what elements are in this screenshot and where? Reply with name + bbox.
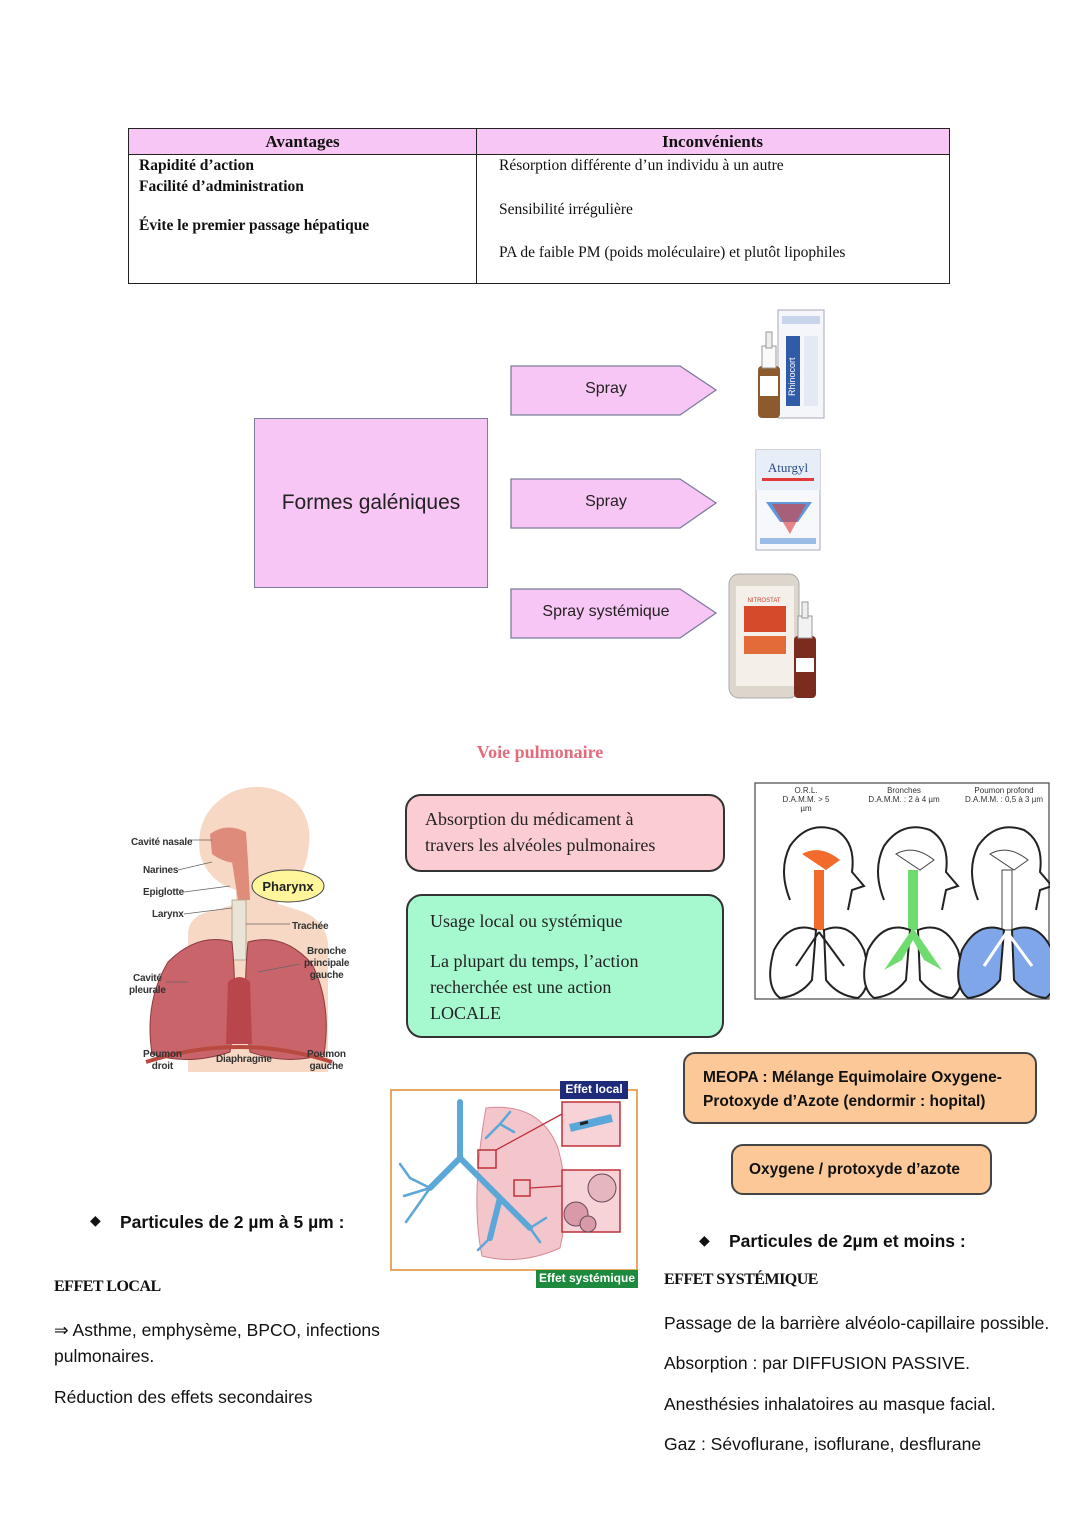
advantage-item: Rapidité d’action: [139, 157, 254, 174]
bullet-icon: ◆: [90, 1212, 101, 1228]
label-diaphragm: Diaphragme: [216, 1054, 272, 1065]
bullet-icon: ◆: [699, 1232, 710, 1248]
usage-bubble: Usage local ou systémique La plupart du …: [406, 894, 724, 1038]
disadvantage-item: PA de faible PM (poids moléculaire) et p…: [499, 244, 846, 261]
arrow-shape: [510, 588, 718, 639]
disadvantage-item: Résorption différente d’un individu à un…: [499, 157, 784, 174]
absorption-line: travers les alvéoles pulmonaires: [425, 835, 656, 855]
table-divider: [476, 129, 477, 283]
advantage-item: Facilité d’administration: [139, 178, 304, 195]
section-title-pulmonary-route: Voie pulmonaire: [476, 742, 604, 762]
local-effect-heading: EFFET LOCAL: [54, 1278, 161, 1295]
right-text-line: Gaz : Sévoflurane, isoflurane, desfluran…: [664, 1434, 982, 1454]
right-text-line: Absorption : par DIFFUSION PASSIVE.: [664, 1353, 971, 1373]
absorption-bubble: Absorption du médicament à travers les a…: [405, 794, 725, 872]
deposition-label-orl: O.R.L.D.A.M.M. > 5 µm: [782, 786, 830, 813]
meopa-line: Protoxyde d’Azote (endormir : hopital): [703, 1093, 986, 1110]
respiratory-anatomy-image: Pharynx: [145, 786, 333, 1072]
svg-text:NITROSTAT: NITROSTAT: [747, 598, 780, 604]
label-trachea: Trachée: [292, 921, 329, 932]
particle-deposition-image: [754, 782, 1050, 1000]
nitrostat-product-image: NITROSTAT: [728, 573, 816, 699]
label-nostrils: Narines: [143, 865, 179, 876]
absorption-line: Absorption du médicament à: [425, 809, 634, 829]
right-text-line: Anesthésies inhalatoires au masque facia…: [664, 1394, 996, 1414]
systemic-effect-badge: Effet systémique: [538, 1271, 636, 1285]
left-bullet-text: Particules de 2 µm à 5 µm :: [120, 1212, 345, 1232]
meopa-box: MEOPA : Mélange Equimolaire Oxygene- Pro…: [683, 1052, 1037, 1124]
form-label-spray-2: Spray: [585, 493, 627, 510]
table-header-advantages: Avantages: [129, 129, 476, 155]
aturgyl-product-image: Aturgyl: [755, 449, 821, 551]
table-header-disadvantages: Inconvénients: [476, 129, 949, 155]
left-text-line: pulmonaires.: [54, 1346, 155, 1366]
form-label-spray-systemic: Spray systémique: [542, 603, 670, 620]
svg-text:Aturgyl: Aturgyl: [768, 460, 809, 475]
usage-title: Usage local ou systémique: [430, 911, 623, 931]
left-text-line: Réduction des effets secondaires: [54, 1387, 313, 1407]
right-bullet-text: Particules de 2µm et moins :: [729, 1231, 966, 1251]
lung-effect-image: [390, 1081, 638, 1288]
form-label-spray-1: Spray: [585, 380, 627, 397]
label-epiglottis: Epiglotte: [143, 887, 184, 898]
svg-text:Rhinocort: Rhinocort: [787, 357, 797, 396]
advantages-table: Avantages Inconvénients Rapidité d’actio…: [128, 128, 950, 284]
meopa-line: MEOPA : Mélange Equimolaire Oxygene-: [703, 1069, 1002, 1086]
label-pharynx: Pharynx: [262, 879, 314, 894]
advantage-item: Évite le premier passage hépatique: [139, 217, 370, 234]
label-larynx: Larynx: [152, 909, 184, 920]
gas-box: Oxygene / protoxyde d’azote: [731, 1144, 992, 1195]
galenic-forms-box: Formes galéniques: [254, 418, 488, 588]
systemic-effect-heading: EFFET SYSTÉMIQUE: [664, 1271, 818, 1288]
local-effect-badge: Effet local: [565, 1082, 623, 1096]
disadvantage-item: Sensibilité irrégulière: [499, 201, 633, 218]
rhinocort-product-image: Rhinocort: [758, 309, 825, 419]
usage-line: recherchée est une action: [430, 977, 612, 997]
arrow-shape: [510, 478, 718, 529]
label-nasal-cavity: Cavité nasale: [131, 837, 193, 848]
left-text-line: ⇒ Asthme, emphysème, BPCO, infections: [54, 1320, 380, 1340]
arrow-shape: [510, 365, 718, 416]
right-text-line: Passage de la barrière alvéolo-capillair…: [664, 1313, 1050, 1333]
usage-line: LOCALE: [430, 1003, 501, 1023]
usage-line: La plupart du temps, l’action: [430, 951, 639, 971]
galenic-forms-title: Formes galéniques: [281, 491, 461, 514]
